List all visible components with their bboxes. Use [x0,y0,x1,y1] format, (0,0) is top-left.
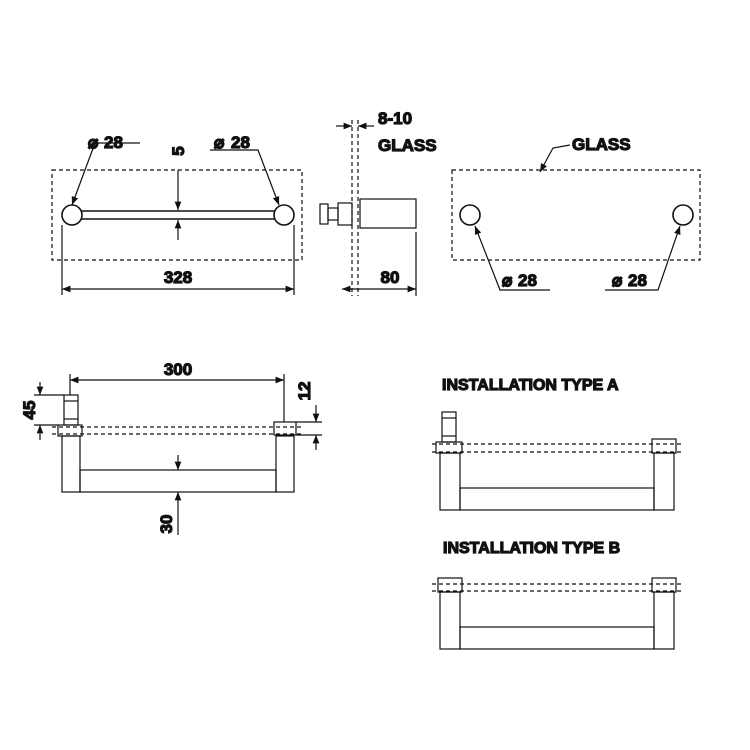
projection-label: 80 [381,268,400,287]
glass-label: GLASS [378,136,437,155]
knob-cap [319,203,329,225]
left-knob-circle [61,204,83,226]
glass-panel-outline [51,169,303,261]
right-hole-circle [672,204,694,226]
right-diameter-label: 28 [231,133,250,152]
bar-profile [359,198,417,229]
glass-leader [539,144,571,173]
centers-label: 300 [164,360,192,379]
thickness-label: 12 [295,382,314,401]
right-diameter-leader [210,149,280,206]
glass-panel-outline [451,169,701,261]
installation-type-a: INSTALLATION TYPE A [432,376,684,511]
left-washer [437,577,463,593]
right-post [275,435,295,493]
side-view: 8-10 GLASS 80 [319,108,437,296]
diameter-symbol: ⌀ [612,271,623,290]
installation-type-b: INSTALLATION TYPE B [432,539,684,650]
glass-label: GLASS [572,135,631,154]
bar-size-label: 30 [157,515,176,534]
glass-thickness-label: 8-10 [378,109,412,128]
towel-bar [459,487,655,511]
left-diameter-leader [474,225,550,291]
front-view: ⌀ 28 ⌀ 28 5 328 [51,132,303,295]
towel-bar [79,469,277,493]
section-view: 300 45 12 30 [19,359,322,535]
left-knob [441,411,457,443]
right-washer [651,438,677,454]
right-knob-circle [273,204,295,226]
towel-bar [459,626,655,650]
right-washer [273,421,297,436]
diameter-symbol: ⌀ [88,133,99,152]
right-post [653,452,675,511]
left-post [439,591,461,650]
diameter-symbol: ⌀ [502,271,513,290]
back-view: GLASS ⌀ 28 ⌀ 28 [451,134,701,291]
type-b-title: INSTALLATION TYPE B [443,540,620,557]
knob-stem [327,207,339,221]
clamp-block [337,202,353,226]
left-hole-circle [459,204,481,226]
height-label: 45 [20,401,39,420]
right-diameter-leader [605,225,681,291]
right-diameter-label: 28 [628,271,647,290]
left-post [61,435,81,493]
left-post [439,452,461,511]
offset-label: 5 [169,146,188,155]
diameter-symbol: ⌀ [214,133,225,152]
left-diameter-label: 28 [518,271,537,290]
right-post [653,591,675,650]
left-diameter-label: 28 [104,133,123,152]
width-label: 328 [164,268,192,287]
right-washer [651,577,677,593]
left-diameter-leader [71,142,140,206]
type-a-title: INSTALLATION TYPE A [442,377,619,394]
left-knob [63,394,79,426]
